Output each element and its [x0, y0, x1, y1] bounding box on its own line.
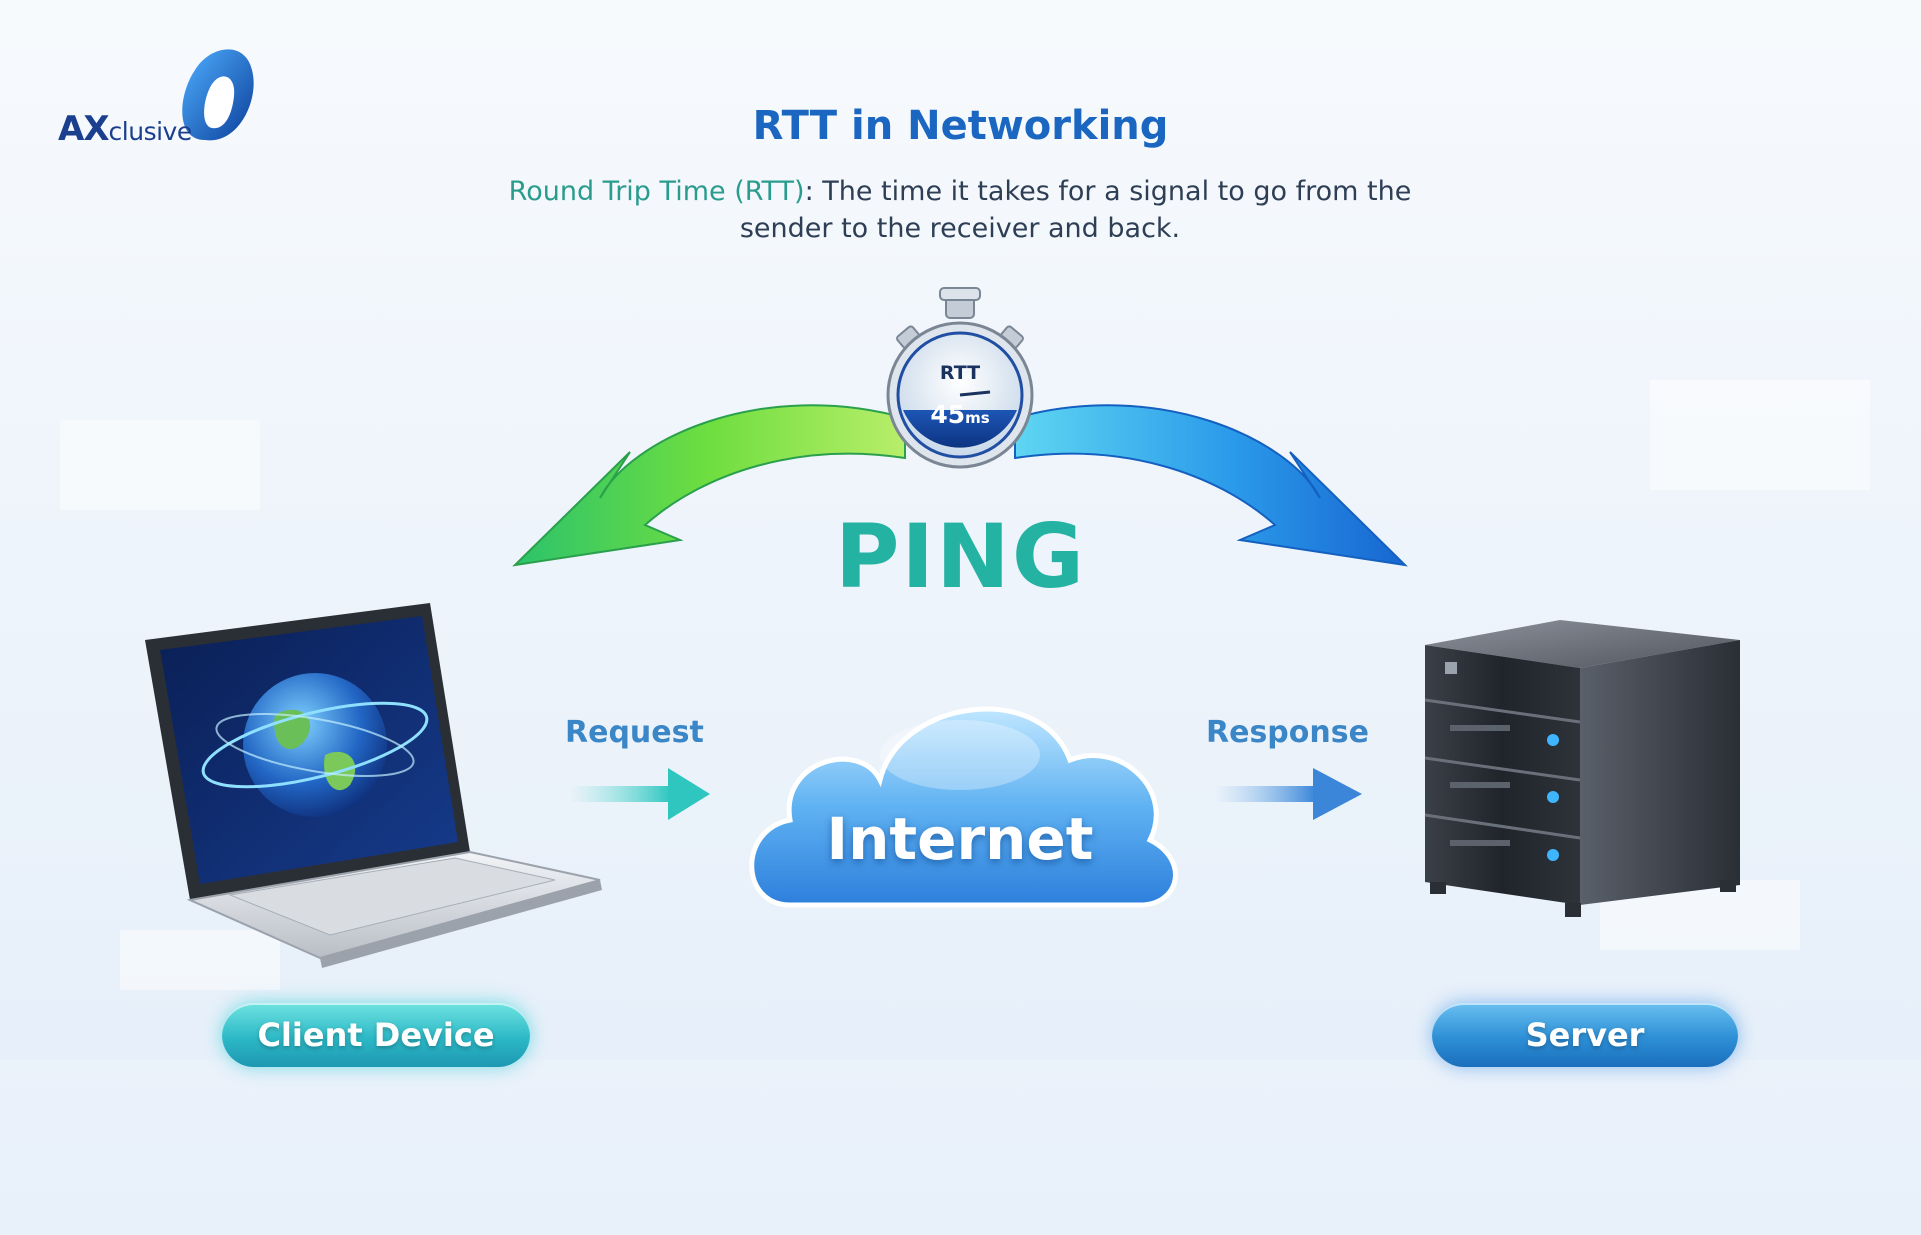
stopwatch-number: 45 [930, 400, 966, 429]
stopwatch-unit: ms [965, 409, 990, 427]
laptop-icon [145, 603, 602, 968]
stopwatch-label: RTT [939, 362, 981, 384]
definition-term: Round Trip Time (RTT) [508, 176, 805, 207]
internet-label: Internet [826, 805, 1094, 873]
server-badge: Server [1432, 1003, 1738, 1067]
cloud-icon [749, 706, 1178, 908]
brand-logo-mark [182, 49, 254, 141]
request-label: Request [565, 715, 704, 750]
ping-arc-right [1014, 404, 1408, 567]
page-title: RTT in Networking [752, 103, 1169, 149]
brand-logo-strong: AX [58, 109, 110, 149]
brand-logo: AXclusive [58, 45, 268, 155]
ping-label: PING [834, 505, 1087, 608]
background-grid [0, 380, 1921, 1235]
response-arrow-icon [1215, 768, 1362, 820]
stopwatch-value: 45ms [910, 400, 1010, 429]
brand-logo-text: AXclusive [58, 109, 192, 149]
definition-text: Round Trip Time (RTT): The time it takes… [460, 173, 1460, 247]
brand-logo-light: clusive [108, 117, 193, 146]
client-device-badge: Client Device [222, 1003, 530, 1067]
ping-arc-left [512, 404, 906, 567]
stopwatch-icon [886, 287, 1034, 469]
definition-body: : The time it takes for a signal to go f… [739, 176, 1412, 244]
globe-icon [201, 673, 429, 817]
server-icon [1424, 620, 1740, 917]
request-arrow-icon [570, 768, 710, 820]
response-label: Response [1206, 715, 1369, 750]
